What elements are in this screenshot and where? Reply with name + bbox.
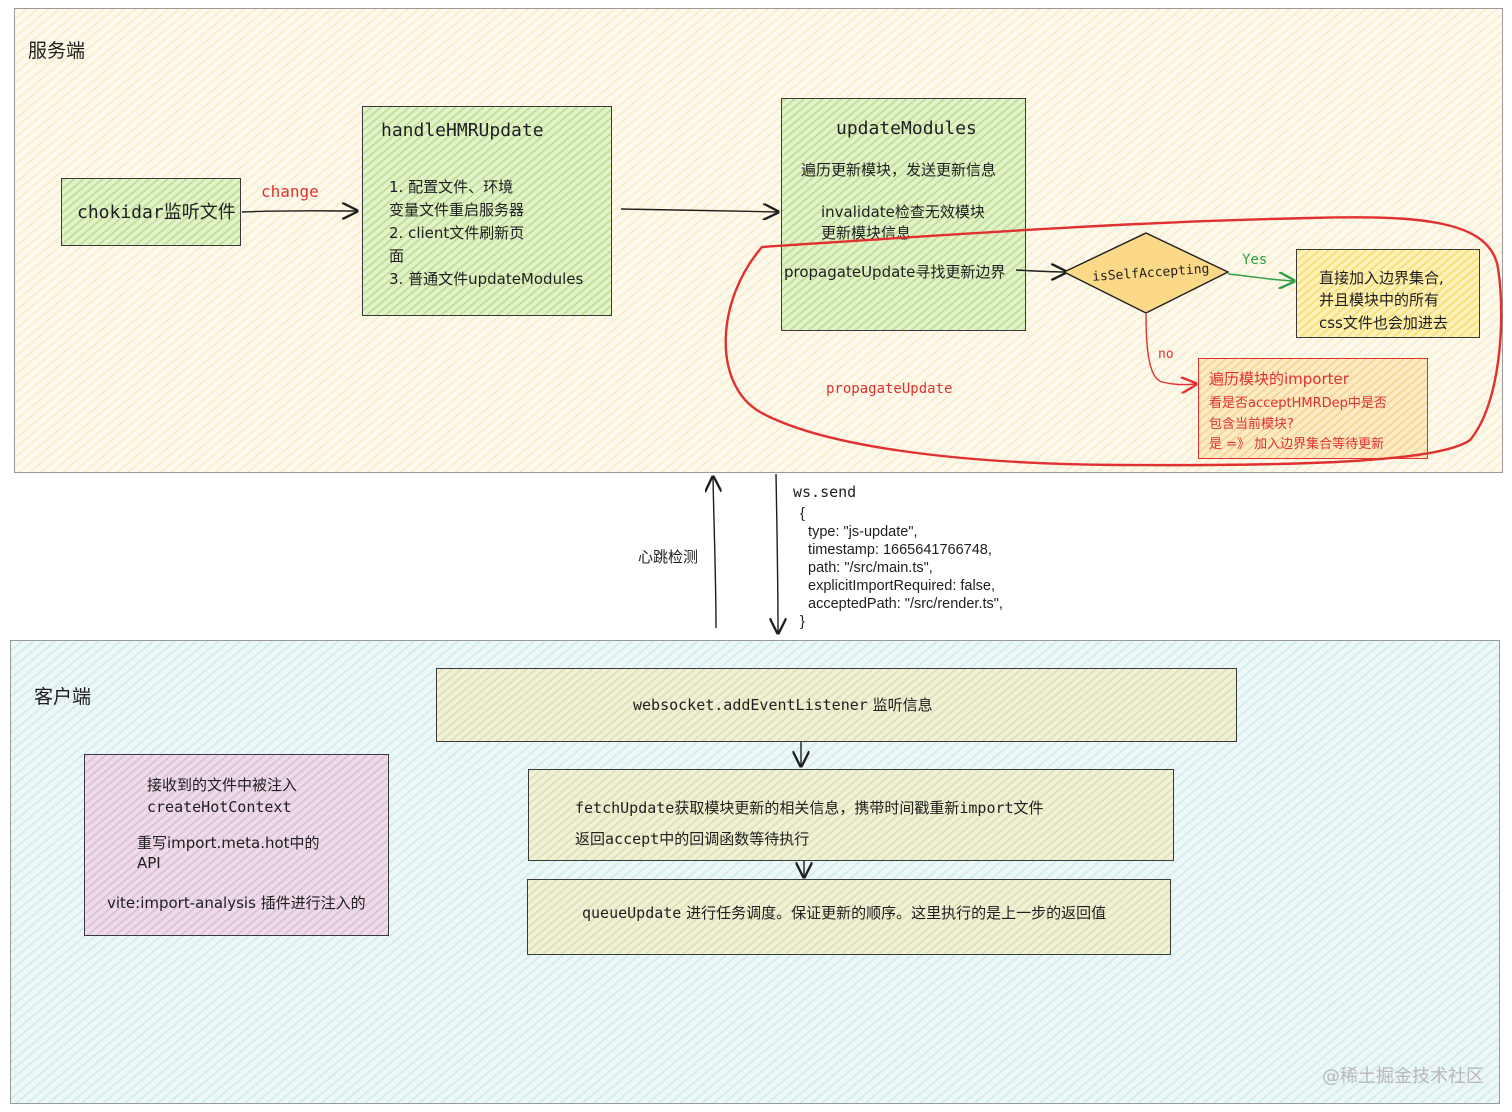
arrow-change: [241, 211, 357, 212]
yes-box-line: css文件也会加进去: [1319, 314, 1448, 332]
queue-label: queueUpdate 进行任务调度。保证更新的顺序。这里执行的是上一步的返回值: [582, 904, 1107, 922]
yes-label: Yes: [1242, 252, 1267, 268]
payload-line: }: [800, 614, 805, 630]
yes-box-line: 并且模块中的所有: [1319, 291, 1440, 309]
update-line: invalidate检查无效模块: [821, 203, 985, 221]
loop-label: propagateUpdate: [826, 381, 952, 397]
payload-line: explicitImportRequired: false,: [800, 578, 996, 594]
propagate-loop: [724, 216, 1503, 467]
arrow-heartbeat: [713, 477, 716, 629]
importer-line: 包含当前模块?: [1209, 417, 1294, 432]
no-label: no: [1158, 347, 1174, 362]
update-modules-box[interactable]: updateModules 遍历更新模块，发送更新信息 invalidate检查…: [781, 98, 1026, 331]
websocket-listener-box[interactable]: websocket.addEventListener 监听信息: [436, 668, 1237, 742]
watermark: @稀土掘金技术社区: [1322, 1066, 1484, 1087]
update-line: 遍历更新模块，发送更新信息: [801, 161, 997, 179]
arrow-ws-send: [776, 473, 778, 633]
payload-line: {: [800, 506, 805, 522]
inject-line: vite:import-analysis 插件进行注入的: [107, 894, 366, 912]
yes-box-line: 直接加入边界集合,: [1319, 269, 1444, 287]
handle-line: 1. 配置文件、环境: [389, 178, 514, 196]
importer-box[interactable]: 遍历模块的importer 看是否acceptHMRDep中是否 包含当前模块?…: [1198, 358, 1428, 459]
importer-line: 是 =》 加入边界集合等待更新: [1209, 437, 1385, 452]
inject-line: 重写import.meta.hot中的: [137, 834, 320, 852]
handle-hmr-update-box[interactable]: handleHMRUpdate 1. 配置文件、环境 变量文件重启服务器 2. …: [362, 106, 612, 316]
inject-line: API: [137, 854, 161, 872]
is-self-accepting-diamond: [1062, 232, 1230, 314]
fetch-update-box[interactable]: fetchUpdate获取模块更新的相关信息，携带时间戳重新import文件 返…: [528, 769, 1174, 861]
arrow-yes: [1227, 274, 1294, 281]
fetch-line-2: 返回accept中的回调函数等待执行: [575, 830, 810, 848]
chokidar-box[interactable]: chokidar监听文件: [61, 178, 241, 246]
chokidar-label: chokidar监听文件: [77, 202, 236, 223]
handle-line: 2. client文件刷新页: [389, 224, 525, 242]
update-title: updateModules: [836, 118, 977, 139]
payload-line: timestamp: 1665641766748,: [800, 542, 992, 558]
payload-line: acceptedPath: "/src/render.ts",: [800, 596, 1003, 612]
ws-listener-label: websocket.addEventListener 监听信息: [633, 696, 933, 714]
importer-line: 遍历模块的importer: [1209, 370, 1349, 388]
inject-box[interactable]: 接收到的文件中被注入 createHotContext 重写import.met…: [84, 754, 389, 936]
handle-line: 面: [389, 247, 405, 265]
change-label: change: [261, 182, 319, 201]
handle-line: 变量文件重启服务器: [389, 201, 525, 219]
queue-update-box[interactable]: queueUpdate 进行任务调度。保证更新的顺序。这里执行的是上一步的返回值: [527, 879, 1171, 955]
fetch-line-1: fetchUpdate获取模块更新的相关信息，携带时间戳重新import文件: [575, 799, 1044, 817]
handle-line: 3. 普通文件updateModules: [389, 270, 584, 288]
arrow-to-decision: [1015, 270, 1066, 272]
server-region: [14, 8, 1503, 473]
ws-send-label: ws.send: [793, 483, 857, 501]
inject-line: 接收到的文件中被注入: [147, 776, 298, 794]
update-line: propagateUpdate寻找更新边界: [784, 263, 1006, 281]
payload-line: path: "/src/main.ts",: [800, 560, 933, 576]
handle-title: handleHMRUpdate: [381, 120, 544, 141]
arrow-no: [1145, 313, 1196, 385]
server-title: 服务端: [28, 40, 86, 62]
inject-line: createHotContext: [147, 798, 292, 816]
self-accepting-result-box[interactable]: 直接加入边界集合, 并且模块中的所有 css文件也会加进去: [1296, 249, 1480, 338]
arrow-to-update-modules: [620, 209, 778, 212]
client-title: 客户端: [34, 686, 92, 708]
importer-line: 看是否acceptHMRDep中是否: [1209, 396, 1387, 411]
heartbeat-label: 心跳检测: [638, 548, 699, 566]
payload-line: type: "js-update",: [800, 524, 918, 540]
